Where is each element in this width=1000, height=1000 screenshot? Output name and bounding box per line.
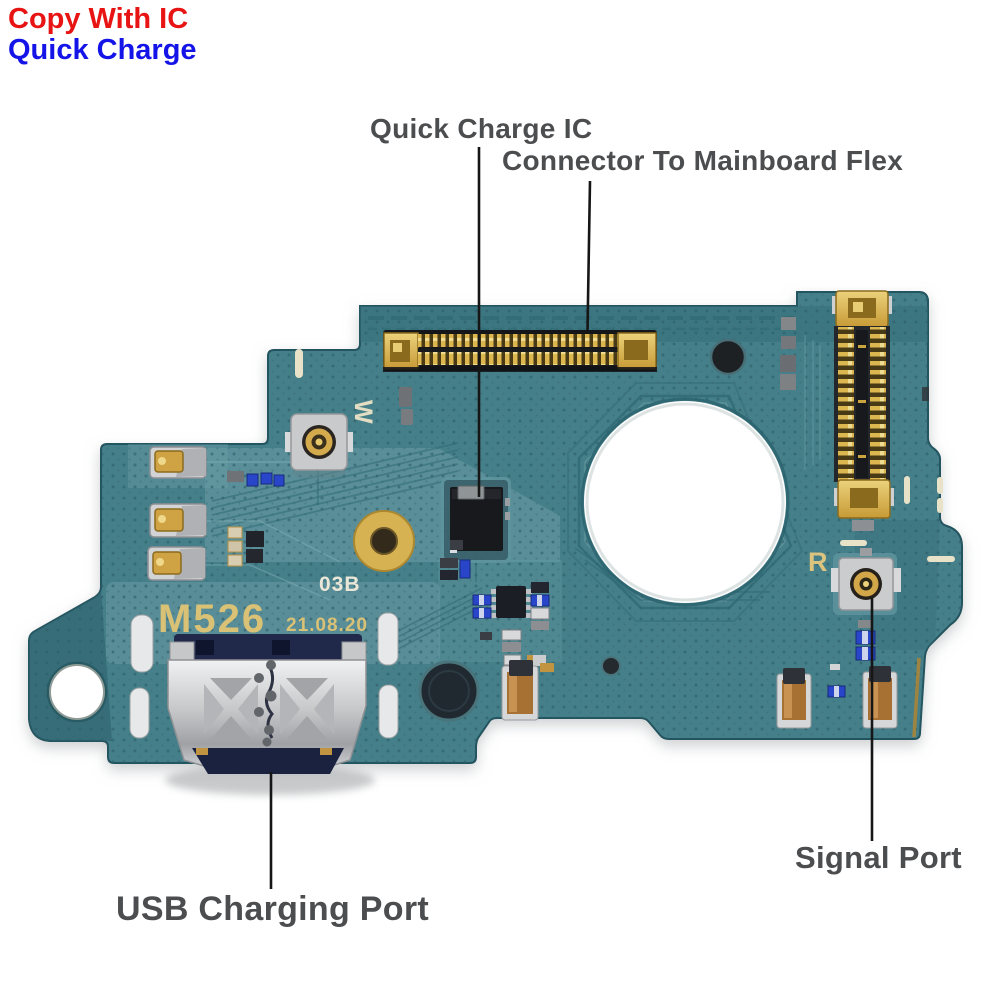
silkscreen-dash [927,556,955,562]
silkscreen-marks: M526 21.08.20 03B W R [158,349,955,641]
callout-usb-charging-port: USB Charging Port [116,890,429,928]
mounting-hole-top [709,338,747,376]
tab-hole-rim [46,661,108,723]
silkscreen-tick [295,349,303,378]
white-pad [377,612,399,666]
callout-quick-charge-ic: Quick Charge IC [370,113,593,144]
mounting-hole-bottom-inner [428,670,470,712]
board-to-board-connector [832,290,894,531]
badge-copy-with-ic: Copy With IC [8,3,189,35]
gold-ring-pad [353,510,415,572]
usb-charging-port-connector [129,612,399,795]
silkscreen-dash [904,476,910,504]
large-cutout-hole [584,401,786,603]
callout-signal-port: Signal Port [795,840,962,875]
white-pad [129,687,150,739]
silkscreen-dash [840,540,867,546]
leader-lines [269,147,874,889]
gold-contact-clips [147,446,207,581]
small-hole [601,656,621,676]
quick-charge-ic-chip [441,477,511,563]
board-holes [46,338,790,723]
board-model-marking: M526 [158,597,266,641]
badge-quick-charge: Quick Charge [8,34,197,66]
silkscreen-dash [937,477,943,494]
silkscreen-dash [937,498,943,513]
board-w-marking: W [349,400,377,424]
board-date-marking: 21.08.20 [286,615,368,636]
antenna-connector [285,413,353,479]
corner-badge: Copy With IC Quick Charge [8,4,197,66]
leader-line-mainboard-flex [586,180,592,332]
small-passives [227,317,796,580]
white-pad [378,684,399,739]
gold-contact-clip [149,446,207,479]
large-cutout-rim [580,397,790,607]
large-cutout-inner-shadow [585,402,785,602]
callout-mainboard-flex-connector: Connector To Mainboard Flex [502,145,904,176]
board-code-marking: 03B [319,573,361,596]
signal-port-connector [831,548,901,615]
gold-contact-clip [147,546,206,581]
board-r-marking: R [808,547,828,577]
board-edge-details [912,387,929,738]
signal-port-passives [855,620,876,661]
gold-contact-clip [149,503,207,538]
white-pad [130,614,154,673]
mainboard-flex-connector [383,330,657,372]
tab-screw-hole [49,664,105,720]
